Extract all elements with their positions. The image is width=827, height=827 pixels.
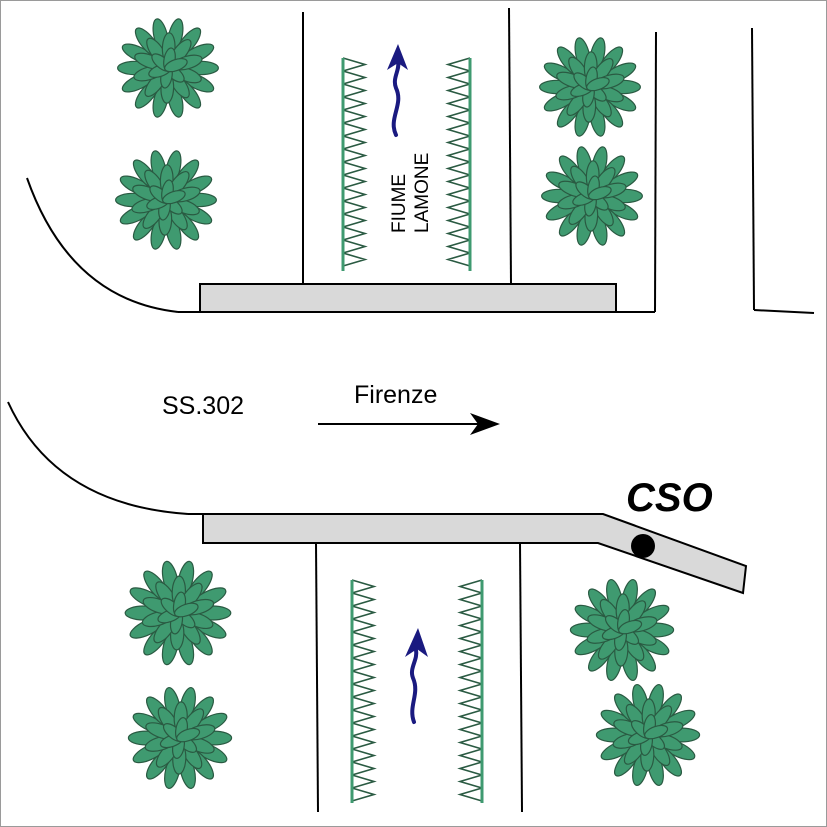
tree-icon [127, 686, 233, 790]
river-flow-arrow-icon [405, 628, 428, 724]
bridge-deck-south [202, 513, 748, 595]
tree-icon [116, 18, 219, 118]
river-name-line1: FIUME [389, 174, 410, 233]
river-flow-arrow-icon [387, 44, 408, 137]
river-bank-bottom-right [519, 542, 523, 813]
tree-icon [595, 683, 701, 787]
tree-icon [538, 37, 642, 137]
tree-icon [124, 560, 232, 666]
tree-icon [569, 578, 675, 682]
tree-icon [540, 146, 644, 246]
reed-strip [457, 579, 483, 802]
tree-icon [114, 150, 217, 250]
cso-label: CSO [626, 476, 713, 520]
river-bank-bottom-left [315, 542, 319, 813]
river-name-line2: LAMONE [412, 153, 433, 233]
bridge-deck-north [199, 283, 617, 313]
reed-strip [351, 579, 377, 802]
river-bank-top-right [508, 7, 512, 285]
reed-strip [445, 57, 471, 267]
trees [114, 18, 701, 790]
reed-strip [342, 57, 368, 267]
road-edge-top-left-curve [26, 177, 179, 313]
direction-label: Firenze [354, 381, 437, 409]
side-road-edge-right [751, 27, 755, 311]
direction-arrow-icon [318, 413, 500, 435]
road-name-label: SS.302 [162, 392, 244, 420]
side-road-edge-left [654, 31, 657, 313]
side-road-edge-bottom [753, 309, 815, 314]
road-edge-bottom-left-curve [7, 401, 189, 515]
riverbank-vegetation [341, 57, 484, 803]
cso-point-icon [631, 534, 655, 558]
